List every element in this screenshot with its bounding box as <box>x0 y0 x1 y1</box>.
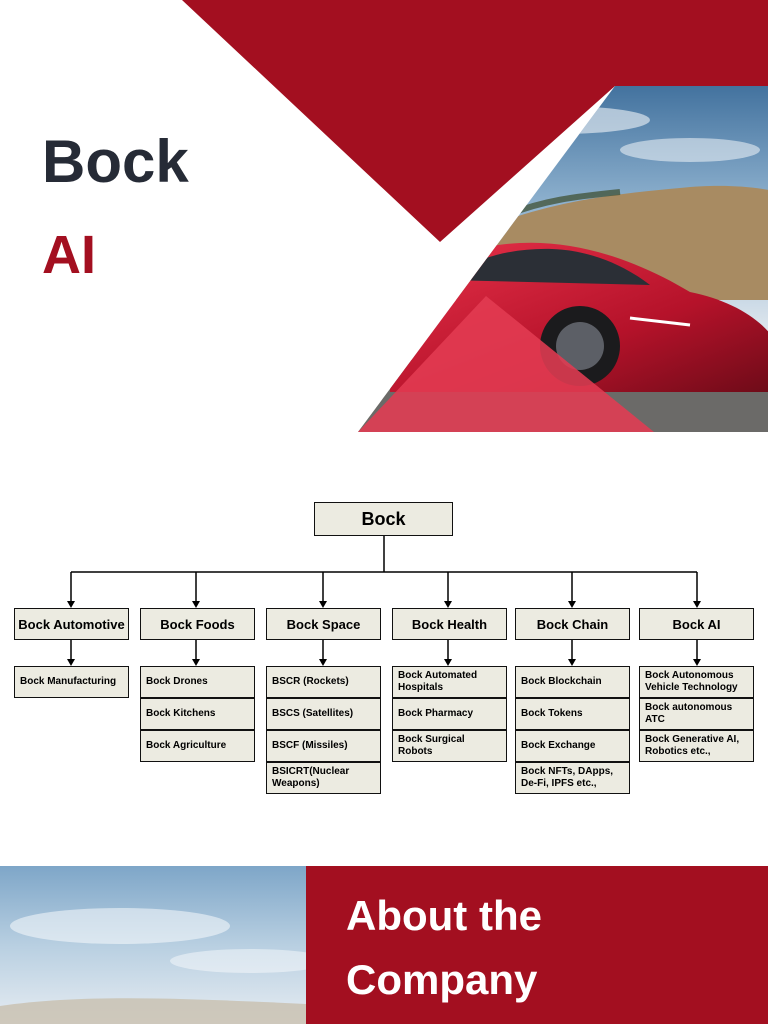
red-banner-shape <box>182 0 768 242</box>
cover-graphic <box>182 0 768 432</box>
org-item: Bock Autonomous Vehicle Technology <box>639 666 754 698</box>
division-foods: Bock Foods <box>140 608 255 640</box>
about-panel <box>306 866 768 1024</box>
division-space: Bock Space <box>266 608 381 640</box>
division-automotive: Bock Automotive <box>14 608 129 640</box>
org-chart: Bock Bock Automotive Bock Foods Bock Spa… <box>0 495 768 815</box>
org-item: BSCF (Missiles) <box>266 730 381 762</box>
org-item: Bock Generative AI, Robotics etc., <box>639 730 754 762</box>
org-chart-connectors <box>67 536 701 666</box>
org-item: Bock Kitchens <box>140 698 255 730</box>
division-health: Bock Health <box>392 608 507 640</box>
cover-title-bock: Bock <box>42 128 189 195</box>
org-item: Bock NFTs, DApps, De-Fi, IPFS etc., <box>515 762 630 794</box>
about-section <box>0 866 768 1024</box>
division-chain: Bock Chain <box>515 608 630 640</box>
org-item: Bock Automated Hospitals <box>392 666 507 698</box>
org-item: Bock autonomous ATC <box>639 698 754 730</box>
org-root-box: Bock <box>314 502 453 536</box>
pink-triangle-shape <box>358 296 654 432</box>
org-item: Bock Drones <box>140 666 255 698</box>
cover-hero <box>0 0 768 440</box>
org-item: Bock Exchange <box>515 730 630 762</box>
landscape-photo <box>0 866 330 1024</box>
org-item: Bock Agriculture <box>140 730 255 762</box>
org-item: Bock Surgical Robots <box>392 730 507 762</box>
division-ai: Bock AI <box>639 608 754 640</box>
org-item: Bock Pharmacy <box>392 698 507 730</box>
org-item: Bock Tokens <box>515 698 630 730</box>
org-item: BSICRT(Nuclear Weapons) <box>266 762 381 794</box>
org-item: Bock Manufacturing <box>14 666 129 698</box>
about-heading-line1: About the <box>346 892 542 939</box>
about-heading: About the Company <box>346 884 542 1012</box>
cover-title-ai: AI <box>42 225 96 285</box>
org-item: BSCR (Rockets) <box>266 666 381 698</box>
org-item: BSCS (Satellites) <box>266 698 381 730</box>
org-item: Bock Blockchain <box>515 666 630 698</box>
about-heading-line2: Company <box>346 956 538 1003</box>
